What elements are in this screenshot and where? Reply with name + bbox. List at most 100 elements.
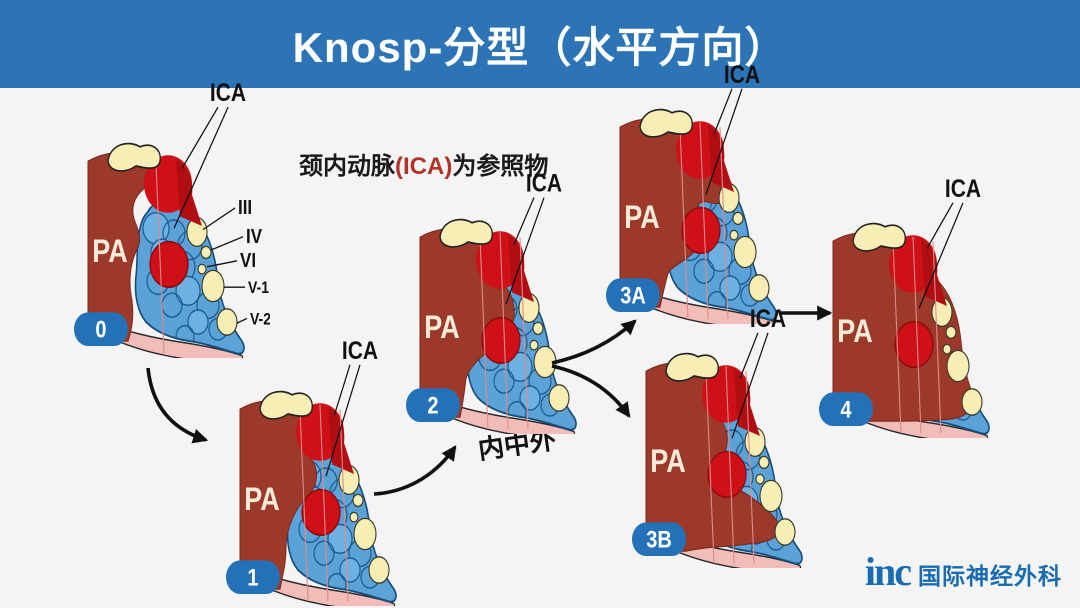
cranial-nerve-dot [729, 229, 739, 241]
sinus-lobule [693, 258, 715, 284]
sinus-lobule [313, 540, 335, 566]
cranial-nerve-dot [548, 384, 570, 412]
ica-label: ICA [210, 78, 246, 106]
grade-badge-label: 2 [427, 392, 438, 419]
knosp-line [299, 409, 309, 602]
ica-callout-line [173, 106, 229, 229]
clinoid-bone [665, 352, 719, 382]
ica-callout-line [513, 197, 535, 245]
knosp-line [719, 127, 729, 320]
ica-callout-line [739, 332, 759, 379]
ica-label: ICA [750, 304, 786, 332]
pa-label: PA [424, 310, 459, 346]
cranial-nerve-dot [733, 235, 757, 269]
clinoid-bone [639, 108, 693, 138]
knosp-line [679, 127, 689, 320]
reference-note-suffix: 为参照物 [452, 153, 549, 180]
grade-3b-figure: PA ICA 3B [632, 304, 803, 568]
reference-note: 颈内动脉(ICA)为参照物 [299, 146, 548, 181]
ica-callout-line [926, 202, 954, 249]
clinoid-bone [107, 142, 161, 172]
nerve-label-V-1: V-1 [248, 279, 269, 297]
grade-2-figure: PA ICA 2 [406, 169, 577, 434]
clinoid-bone [439, 218, 493, 248]
sinus-lobule [719, 275, 741, 301]
ica-callout-line [918, 202, 964, 309]
sinus-lobule [519, 385, 541, 411]
dura-band [89, 316, 244, 358]
diagram-grade-3b: PA ICA 3B [628, 280, 828, 568]
reference-note-prefix: 颈内动脉 [299, 153, 395, 180]
diagram-grade-2: PA ICA 2 [402, 146, 602, 434]
inc-logo-name: 国际神经外科 [918, 563, 1062, 589]
grade-badge-label: 4 [840, 396, 852, 423]
knosp-line [705, 371, 715, 564]
knosp-line [519, 237, 529, 430]
ica-intracavernous [707, 450, 747, 498]
knosp-line [745, 371, 755, 564]
diagram-grade-3a: PA ICA 3A [602, 36, 802, 324]
ica-intracavernous [894, 320, 934, 368]
knosp-line [912, 236, 922, 434]
header-bar: Knosp-分型（水平方向） [0, 0, 1080, 88]
cranial-nerve-dot [529, 339, 539, 351]
cranial-nerve-dot [748, 274, 770, 302]
ica-label: ICA [945, 174, 981, 202]
nerve-label-V-2: V-2 [250, 310, 270, 328]
arrow-0-to-1 [146, 367, 209, 444]
cranial-nerve-dot [353, 517, 377, 551]
ica-label: ICA [342, 336, 378, 364]
grade-badge [406, 388, 460, 422]
knosp-line [319, 404, 329, 602]
ica-label: ICA [724, 60, 760, 88]
cranial-nerve-dot [532, 321, 544, 336]
grade-3a-figure: PA ICA 3A [606, 60, 777, 324]
diagram-grade-1: PA ICA 1 [222, 318, 422, 606]
grade-badge [226, 560, 280, 594]
reference-note-ica: (ICA) [395, 153, 453, 180]
grade-badge-label: 1 [247, 564, 258, 591]
cranial-nerve-dot [732, 211, 744, 226]
nerve-label-VI: VI [240, 248, 256, 271]
knosp-line [479, 237, 489, 430]
inc-logo: inc 国际神经外科 [864, 549, 1062, 594]
sinus-lobule [493, 368, 515, 394]
sinus-lobule [339, 557, 361, 583]
knosp-line [155, 163, 165, 354]
sinus-lobule [175, 275, 201, 306]
grade-1-figure: PA ICA 1 [226, 336, 397, 606]
ica-callout-line [731, 332, 769, 439]
ica-intracavernous [481, 316, 521, 364]
nerve-label-IV: IV [246, 224, 262, 247]
cranial-nerve-dot [942, 343, 952, 355]
ica-callout-line [181, 106, 219, 169]
knosp-line [699, 122, 709, 320]
grade-badge-label: 3A [620, 282, 646, 309]
ica-intracavernous [149, 240, 189, 288]
cranial-nerve-dot [368, 556, 390, 584]
ica-callout-line [505, 197, 545, 305]
ica-intracavernous [681, 206, 721, 254]
ica-callout-line [325, 364, 361, 477]
knosp-line [339, 409, 349, 602]
cranial-nerve-dot [961, 388, 983, 416]
clinoid-bone [852, 222, 906, 252]
nerve-callout-line [236, 317, 248, 324]
cranial-nerve-dot [945, 325, 957, 340]
ica-label: ICA [526, 169, 562, 197]
grade-badge-label: 3B [646, 526, 672, 553]
inc-logo-mark: inc [864, 549, 912, 594]
grade-badge [632, 522, 686, 556]
page-title: Knosp-分型（水平方向） [292, 23, 788, 71]
pa-label: PA [650, 444, 685, 480]
sinus-lobule [187, 309, 209, 335]
clinoid-bone [259, 390, 313, 420]
pa-label: PA [837, 314, 872, 350]
cranial-nerve-dot [197, 263, 207, 275]
knosp-line [499, 232, 509, 430]
cranial-nerve-dot [349, 511, 359, 523]
knosp-line [892, 241, 902, 434]
cranial-nerve-dot [201, 269, 225, 303]
nerve-callout-line [206, 260, 238, 268]
